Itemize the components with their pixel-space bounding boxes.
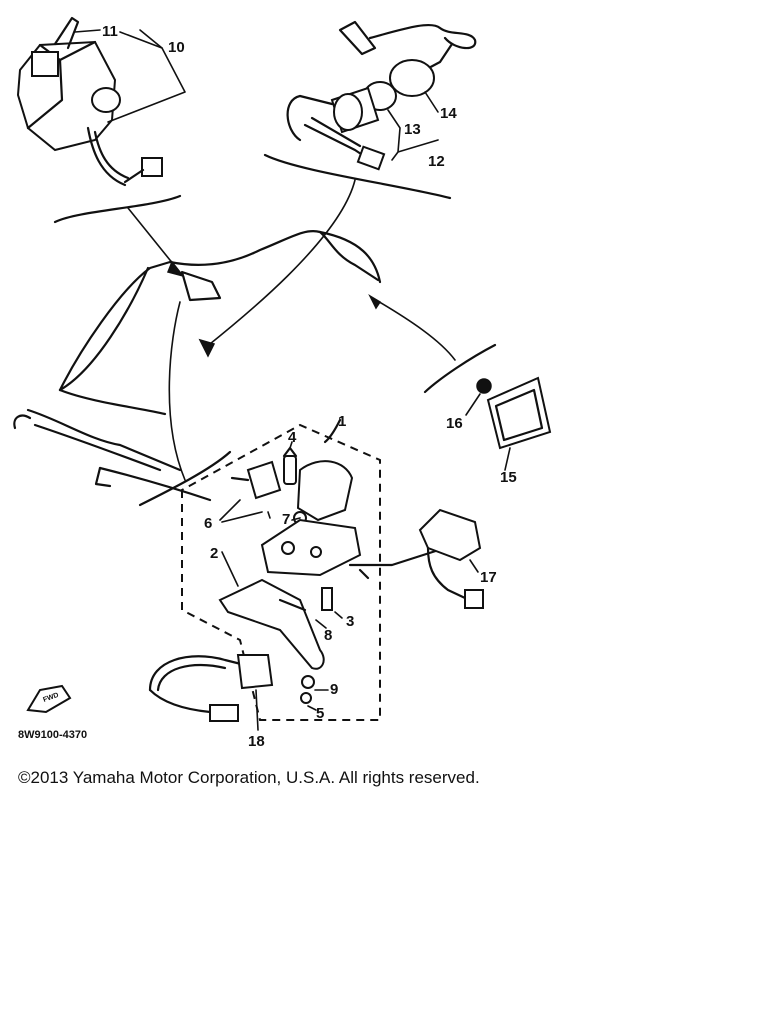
callout-12: 12	[428, 153, 445, 170]
throttle-housing-assembly	[16, 16, 163, 187]
copyright-notice: ©2013 Yamaha Motor Corporation, U.S.A. A…	[18, 768, 480, 787]
callout-lines-brake	[219, 441, 479, 731]
leader-line	[375, 299, 456, 361]
fwd-arrow-icon: FWD	[26, 684, 72, 714]
callout-17: 17	[480, 569, 497, 586]
callout-lines-12-14	[387, 91, 439, 161]
callout-14: 14	[440, 105, 457, 122]
callout-5: 5	[316, 705, 324, 722]
callout-10: 10	[168, 39, 185, 56]
callout-line-1	[323, 418, 342, 444]
callout-line-15	[504, 447, 511, 471]
section-bracket-switch	[263, 153, 452, 200]
leader-line	[127, 207, 179, 271]
callout-2: 2	[210, 545, 218, 562]
leader-line	[204, 179, 356, 349]
main-switch-assembly	[286, 20, 477, 171]
callout-9: 9	[330, 681, 338, 698]
callout-15: 15	[500, 469, 517, 486]
assembly-boundary-1	[181, 423, 381, 721]
callout-13: 13	[404, 121, 421, 138]
callout-lines-10-11	[74, 29, 186, 123]
part-code: 8W9100-4370	[18, 729, 87, 741]
callout-line-16	[465, 393, 481, 416]
callout-18: 18	[248, 733, 265, 750]
callout-11: 11	[102, 23, 118, 40]
parts-diagram: 11 10 14 13 12	[13, 16, 552, 750]
callout-3: 3	[346, 613, 354, 630]
brake-lever-assembly	[148, 446, 484, 722]
callout-16: 16	[446, 415, 463, 432]
callout-7: 7	[282, 511, 290, 528]
callout-4: 4	[288, 429, 297, 446]
callout-1: 1	[338, 413, 346, 430]
wire-harness	[168, 301, 186, 481]
snowmobile-body	[13, 230, 382, 507]
section-bracket	[53, 194, 182, 224]
taillight	[476, 376, 552, 450]
callout-6: 6	[204, 515, 212, 532]
section-bracket-taillight	[423, 343, 497, 394]
callout-8: 8	[324, 627, 332, 644]
